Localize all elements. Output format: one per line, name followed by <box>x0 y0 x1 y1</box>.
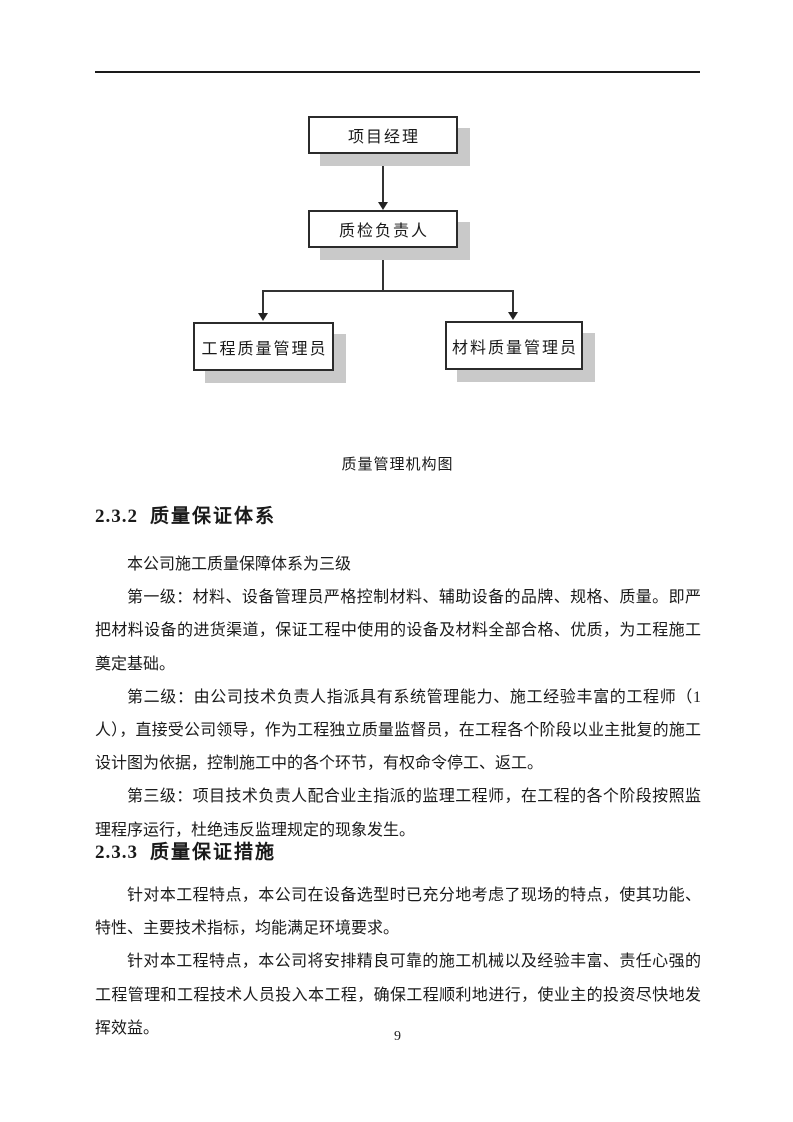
paragraph: 本公司施工质量保障体系为三级 <box>127 556 352 573</box>
arrow-down-icon <box>508 312 518 320</box>
section-number: 2.3.2 <box>95 506 138 527</box>
paragraph: 第三级：项目技术负责人配合业主指派的监理工程师，在工程的各个阶段按照监理程序运行… <box>95 788 701 839</box>
quality-management-org-chart: 项目经理 质检负责人 工程质量管理员 材料质量管理员 <box>0 0 793 430</box>
section-2-3-2-body: 本公司施工质量保障体系为三级 第一级：材料、设备管理员严格控制材料、辅助设备的品… <box>95 548 701 847</box>
connector-root-to-l2 <box>382 154 384 202</box>
org-node-material-quality-admin: 材料质量管理员 <box>445 321 583 370</box>
section-2-3-3-body: 针对本工程特点，本公司在设备选型时已充分地考虑了现场的特点，使其功能、特性、主要… <box>95 879 701 1045</box>
paragraph: 第二级：由公司技术负责人指派具有系统管理能力、施工经验丰富的工程师（1 人），直… <box>95 688 701 773</box>
header-rule <box>95 71 700 73</box>
org-node-project-manager: 项目经理 <box>308 116 458 154</box>
paragraph: 针对本工程特点，本公司在设备选型时已充分地考虑了现场的特点，使其功能、特性、主要… <box>95 887 701 938</box>
org-node-quality-inspection-lead: 质检负责人 <box>308 210 458 248</box>
section-number: 2.3.3 <box>95 842 138 863</box>
connector-left-drop <box>262 290 264 314</box>
connector-right-drop <box>512 290 514 313</box>
connector-l2-stem <box>382 248 384 292</box>
figure-caption: 质量管理机构图 <box>341 457 454 473</box>
arrow-down-icon <box>378 202 388 210</box>
arrow-down-icon <box>258 313 268 321</box>
org-node-engineering-quality-admin: 工程质量管理员 <box>193 322 334 371</box>
section-title: 质量保证措施 <box>150 842 277 863</box>
connector-branch-bar <box>262 290 514 292</box>
section-title: 质量保证体系 <box>150 506 277 527</box>
page-number: 9 <box>394 1029 401 1044</box>
section-heading-2-3-2: 2.3.2 质量保证体系 <box>95 501 715 528</box>
section-heading-2-3-3: 2.3.3 质量保证措施 <box>95 837 715 864</box>
paragraph: 针对本工程特点，本公司将安排精良可靠的施工机械以及经验丰富、责任心强的工程管理和… <box>95 953 701 1037</box>
paragraph: 第一级：材料、设备管理员严格控制材料、辅助设备的品牌、规格、质量。即严把材料设备… <box>95 589 701 673</box>
